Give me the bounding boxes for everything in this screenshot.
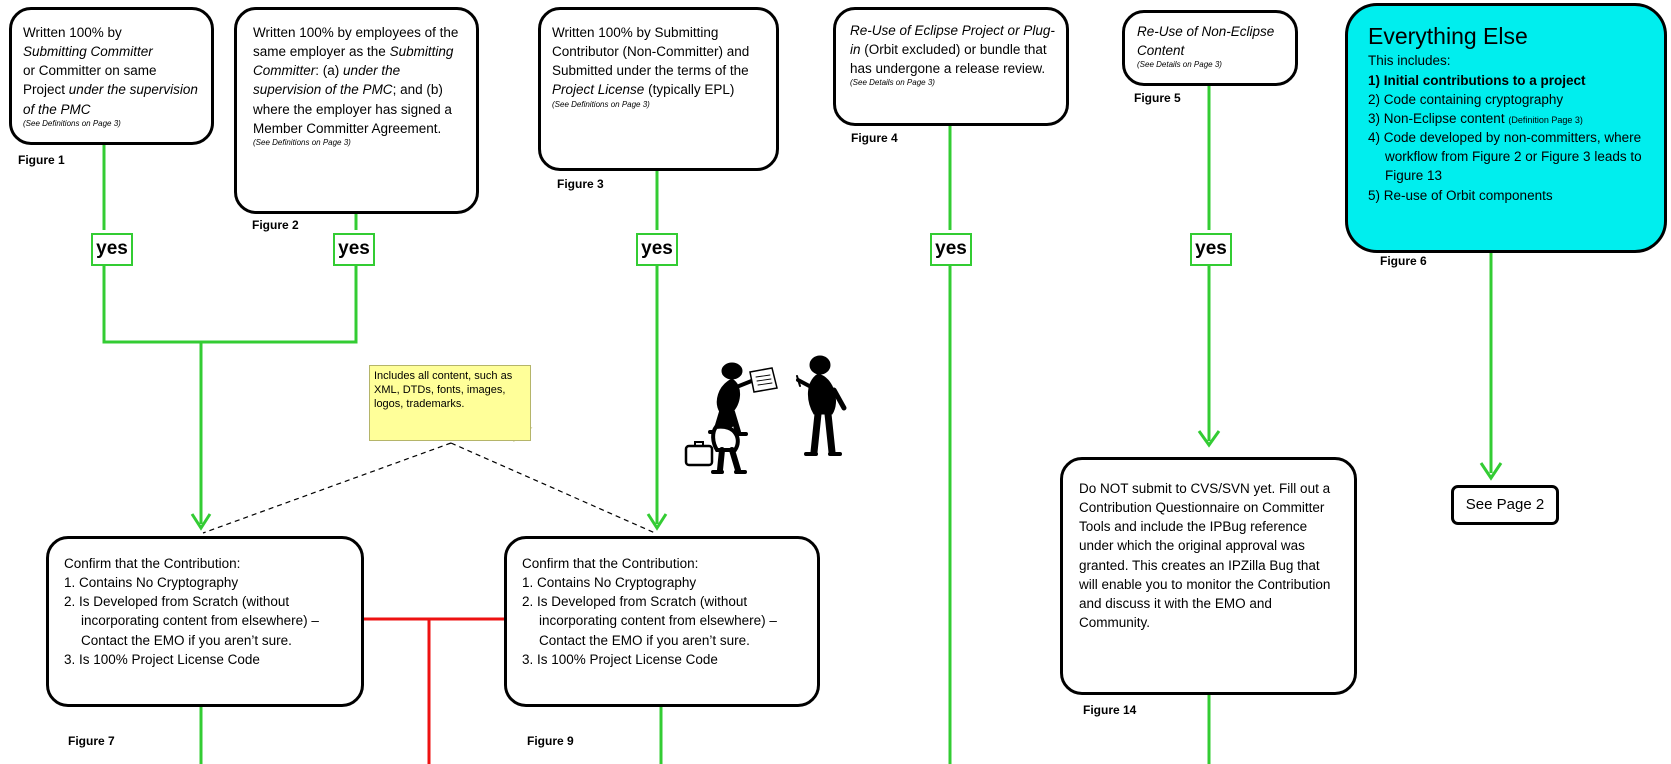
figure-6-box: Everything Else This includes: 1) Initia… <box>1345 3 1667 253</box>
figure-14-label: Figure 14 <box>1083 703 1137 717</box>
figure-1-box: Written 100% by Submitting Committer or … <box>9 7 214 145</box>
figure-9-list: 1. Contains No Cryptography 2. Is Develo… <box>522 573 807 669</box>
everything-else-item: 4) Code developed by non-committers, whe… <box>1368 130 1642 184</box>
checklist-item: 3. Is 100% Project License Code <box>522 651 718 667</box>
figure-5-box: Re-Use of Non-Eclipse Content (See Detai… <box>1122 10 1298 86</box>
figure-9-label: Figure 9 <box>527 734 574 748</box>
everything-else-item: 5) Re-use of Orbit components <box>1368 187 1553 203</box>
checklist-item: 3. Is 100% Project License Code <box>64 651 260 667</box>
checklist-item: 1. Contains No Cryptography <box>64 575 239 591</box>
figure-9-box: Confirm that the Contribution: 1. Contai… <box>504 536 820 707</box>
figure-4-text: Re-Use of Eclipse Project or Plug-in (Or… <box>850 23 1055 88</box>
yes-label: yes <box>91 233 133 266</box>
people-discussion-icon <box>684 355 847 474</box>
everything-else-item: 3) Non-Eclipse content (Definition Page … <box>1368 110 1583 126</box>
sticky-note: Includes all content, such as XML, DTDs,… <box>369 365 531 441</box>
everything-else-item: 2) Code containing cryptography <box>1368 91 1564 107</box>
yes-label: yes <box>636 233 678 266</box>
figure-3-text: Written 100% by Submitting Contributor (… <box>552 25 750 109</box>
yes-label: yes <box>333 233 375 266</box>
figure-1-text: Written 100% by Submitting Committer or … <box>23 25 198 128</box>
figure-2-text: Written 100% by employees of the same em… <box>253 25 459 147</box>
figure-7-label: Figure 7 <box>68 734 115 748</box>
everything-else-intro: This includes: <box>1368 53 1451 69</box>
figure-7-list: 1. Contains No Cryptography 2. Is Develo… <box>64 573 351 669</box>
figure-2-box: Written 100% by employees of the same em… <box>234 7 479 214</box>
figure-4-box: Re-Use of Eclipse Project or Plug-in (Or… <box>833 7 1069 126</box>
figure-3-label: Figure 3 <box>557 177 604 191</box>
everything-else-title: Everything Else <box>1368 23 1528 49</box>
checklist-item: 2. Is Developed from Scratch (without in… <box>64 594 319 648</box>
checklist-item: 1. Contains No Cryptography <box>522 575 697 591</box>
figure-9-title: Confirm that the Contribution: <box>522 556 699 571</box>
everything-else-list: 1) Initial contributions to a project 2)… <box>1368 71 1656 205</box>
figure-5-label: Figure 5 <box>1134 91 1181 105</box>
checklist-item: 2. Is Developed from Scratch (without in… <box>522 594 777 648</box>
see-page-2-box[interactable]: See Page 2 <box>1451 485 1559 525</box>
figure-3-box: Written 100% by Submitting Contributor (… <box>538 7 779 171</box>
figure-6-label: Figure 6 <box>1380 254 1427 268</box>
figure-14-box: Do NOT submit to CVS/SVN yet. Fill out a… <box>1060 457 1357 695</box>
figure-14-text: Do NOT submit to CVS/SVN yet. Fill out a… <box>1079 481 1331 631</box>
everything-else-item: 1) Initial contributions to a project <box>1368 72 1586 88</box>
figure-4-label: Figure 4 <box>851 131 898 145</box>
see-page-2-label: See Page 2 <box>1465 496 1545 513</box>
figure-7-title: Confirm that the Contribution: <box>64 556 241 571</box>
yes-label: yes <box>930 233 972 266</box>
figure-1-label: Figure 1 <box>18 153 65 167</box>
sticky-note-text: Includes all content, such as XML, DTDs,… <box>374 370 513 411</box>
yes-label: yes <box>1190 233 1232 266</box>
figure-2-label: Figure 2 <box>252 218 299 232</box>
figure-5-text: Re-Use of Non-Eclipse Content (See Detai… <box>1137 24 1275 70</box>
figure-7-box: Confirm that the Contribution: 1. Contai… <box>46 536 364 707</box>
